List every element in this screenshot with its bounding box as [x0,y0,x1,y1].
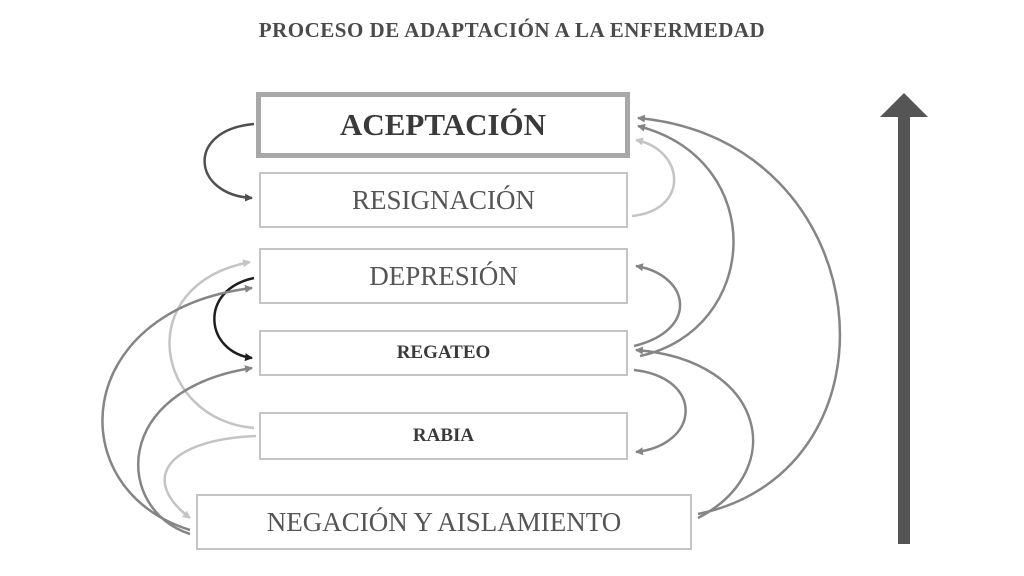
arrow-regateo-to-aceptacion [637,123,735,358]
arrow-negacion-to-depresion [101,284,253,532]
stage-regateo: REGATEO [259,330,628,376]
arrow-negacion-to-aceptacion [637,114,842,516]
arrow-aceptacion-to-resignacion [203,122,255,202]
progress-arrow-head [880,93,928,117]
stage-rabia: RABIA [259,412,628,460]
stage-negacion: NEGACIÓN Y AISLAMIENTO [196,494,692,550]
progress-arrow-shaft [898,114,910,544]
stage-aceptacion: ACEPTACIÓN [256,92,630,158]
arrow-depresion-to-regateo [213,276,255,362]
arrow-rabia-to-negacion [163,434,257,519]
arrow-resignacion-to-aceptacion [631,137,676,218]
arrow-negacion-to-regateo [136,365,253,536]
arrow-rabia-to-depresion [168,259,255,430]
diagram-title: PROCESO DE ADAPTACIÓN A LA ENFERMEDAD [258,18,766,42]
stage-resignacion: RESIGNACIÓN [259,172,628,228]
arrow-negacion-to-regateo-right [635,346,755,520]
arrow-regateo-to-rabia [633,368,687,456]
arrow-regateo-to-depresion [633,263,682,348]
stage-depresion: DEPRESIÓN [259,248,628,304]
